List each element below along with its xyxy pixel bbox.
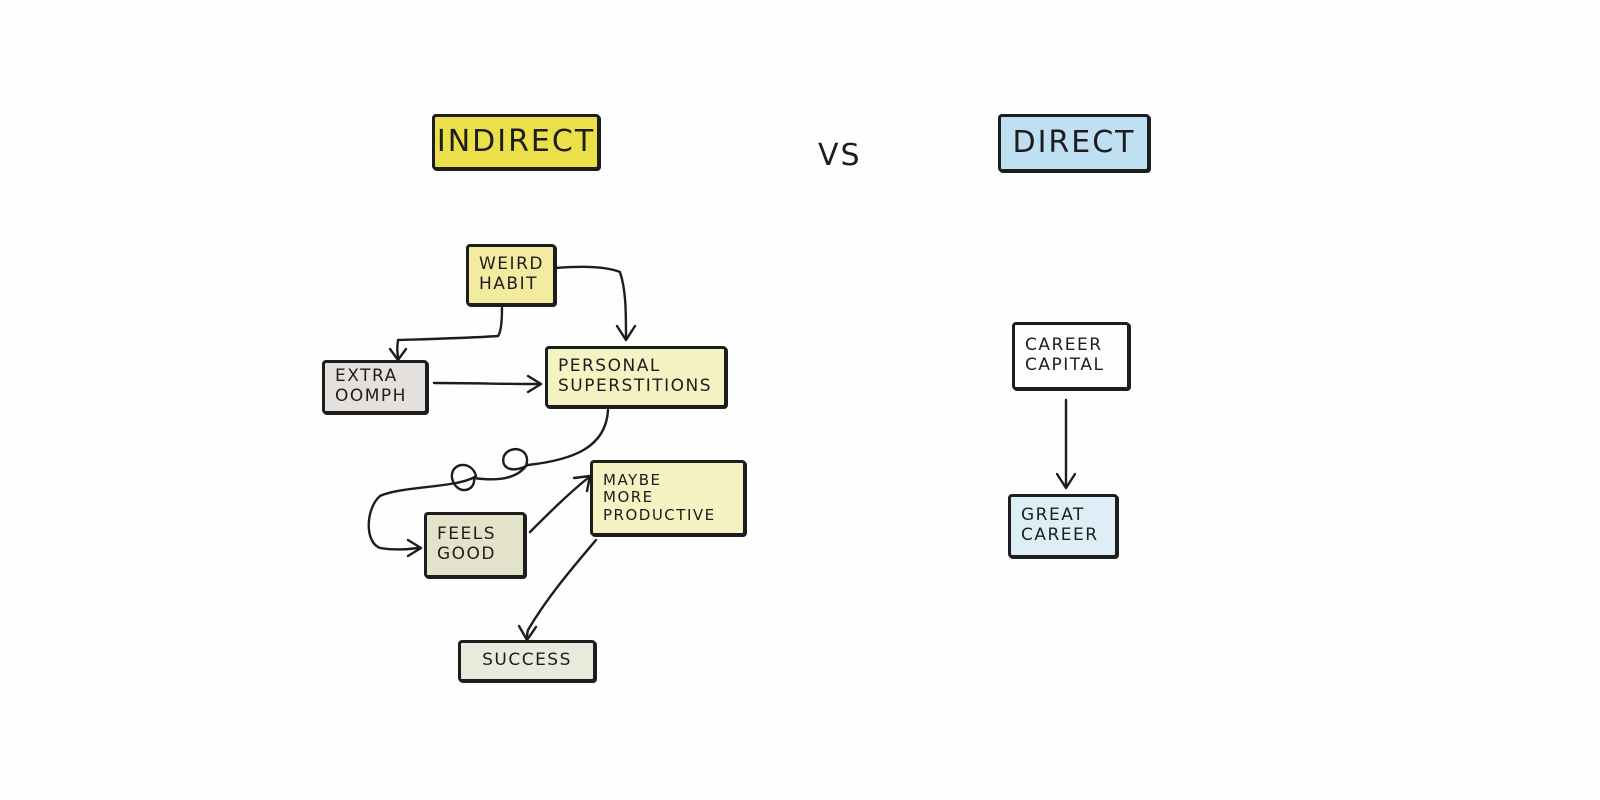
edge-maybe-more-productive-to-success bbox=[525, 538, 598, 640]
node-success: SUCCESS bbox=[458, 640, 596, 682]
node-maybe-more-productive-label: MAYBE MORE PRODUCTIVE bbox=[603, 471, 716, 524]
node-success-label: SUCCESS bbox=[482, 650, 572, 671]
arrowhead-feels-good-left bbox=[406, 538, 423, 558]
arrowhead-extra-oomph-top bbox=[388, 347, 408, 362]
arrowhead-success-top bbox=[517, 624, 538, 642]
edge-feels-good-to-maybe-more-productive bbox=[528, 476, 590, 534]
node-weird-habit-label: WEIRD HABIT bbox=[479, 254, 544, 294]
direct-title: DIRECT bbox=[998, 114, 1150, 172]
arrowhead-maybe-more-productive-left bbox=[572, 474, 592, 493]
edge-personal-superstitions-to-feels-good bbox=[367, 408, 610, 551]
edge-extra-oomph-to-personal-superstitions bbox=[432, 381, 540, 386]
direct-title-label: DIRECT bbox=[1012, 124, 1136, 160]
node-feels-good: FEELS GOOD bbox=[424, 512, 526, 578]
vs-label: VS bbox=[818, 138, 862, 173]
indirect-title-label: INDIRECT bbox=[436, 123, 596, 159]
node-great-career: GREAT CAREER bbox=[1008, 494, 1118, 558]
node-personal-superstitions: PERSONAL SUPERSTITIONS bbox=[545, 346, 727, 408]
node-extra-oomph-label: EXTRA OOMPH bbox=[335, 366, 407, 406]
arrowhead-personal-superstitions-top bbox=[615, 324, 637, 342]
edge-weird-habit-to-personal-superstitions bbox=[554, 265, 628, 340]
node-feels-good-label: FEELS GOOD bbox=[437, 524, 497, 564]
node-weird-habit: WEIRD HABIT bbox=[466, 244, 556, 306]
node-extra-oomph: EXTRA OOMPH bbox=[322, 360, 428, 414]
node-maybe-more-productive: MAYBE MORE PRODUCTIVE bbox=[590, 460, 746, 536]
arrowhead-personal-superstitions-left bbox=[526, 374, 543, 394]
node-career-capital: CAREER CAPITAL bbox=[1012, 322, 1130, 390]
node-great-career-label: GREAT CAREER bbox=[1021, 505, 1099, 545]
edge-weird-habit-to-extra-oomph bbox=[396, 306, 504, 359]
node-personal-superstitions-label: PERSONAL SUPERSTITIONS bbox=[558, 356, 713, 396]
node-career-capital-label: CAREER CAPITAL bbox=[1025, 335, 1105, 375]
indirect-title: INDIRECT bbox=[432, 114, 600, 170]
arrowhead-great-career-top bbox=[1055, 472, 1077, 490]
